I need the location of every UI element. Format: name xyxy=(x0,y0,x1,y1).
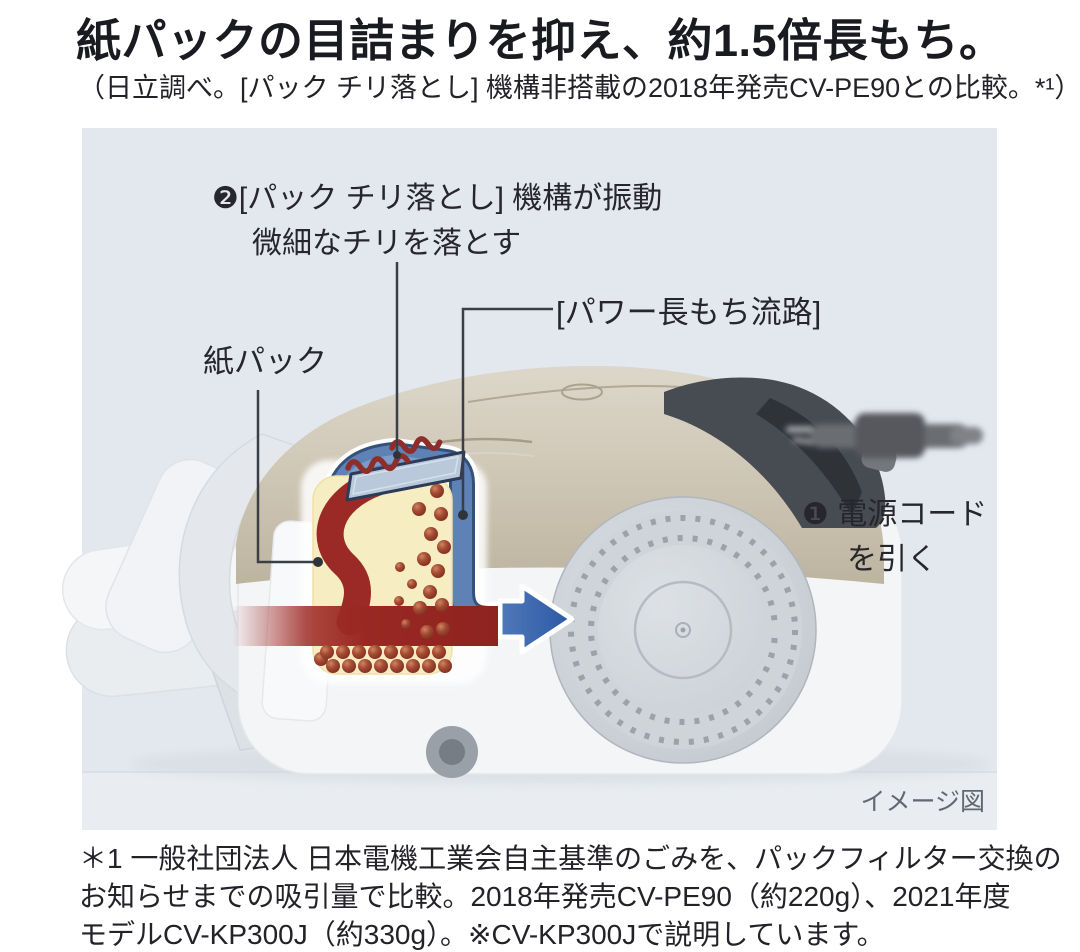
callout-step2: ❷[パック チリ落とし] 機構が振動 微細なチリを落とす xyxy=(212,176,662,266)
power-cord-plug xyxy=(786,413,983,458)
clean-air-arrow xyxy=(497,583,575,655)
wheel-perforations xyxy=(588,535,778,725)
dust-dots xyxy=(314,484,452,673)
leader-lines xyxy=(256,262,553,564)
leader-dots xyxy=(313,451,468,567)
wheel-perforations xyxy=(568,515,798,745)
plug-prong xyxy=(792,436,816,446)
callout-step1-line1: ❶ 電源コード xyxy=(802,498,988,531)
footnote: ＊1 一般社団法人 日本電機工業会自主基準のごみを、パックフィルター交換の お知… xyxy=(79,840,1062,952)
dirty-air-inflow xyxy=(232,606,498,646)
callout-step1: ❶ 電源コード を引く xyxy=(802,492,987,582)
footnote-line2: お知らせまでの吸引量で比較。2018年発売CV-PE90（約220g）、2021… xyxy=(79,881,1011,912)
body-button xyxy=(561,383,603,401)
caster-wheel xyxy=(426,726,478,778)
headline: 紙パックの目詰まりを抑え、約1.5倍長もち。 xyxy=(76,15,1005,66)
plug-prong xyxy=(786,426,814,433)
callout-step2-line2: 微細なチリを落とす xyxy=(252,227,522,260)
footnote-line1: ＊1 一般社団法人 日本電機工業会自主基準のごみを、パックフィルター交換の xyxy=(79,843,1062,874)
image-note-caption: イメージ図 xyxy=(860,788,985,816)
footnote-line3: モデルCV-KP300J（約330g）。※CV-KP300Jで説明しています。 xyxy=(79,919,885,950)
callout-step1-line2: を引く xyxy=(847,543,937,576)
rear-wheel xyxy=(549,496,817,764)
vibration-squiggles xyxy=(345,436,443,475)
callout-step2-line1: ❷[パック チリ落とし] 機構が振動 xyxy=(212,182,663,215)
callout-duct-label: [パワー長もち流路] xyxy=(556,295,822,330)
subtitle: （日立調べ。[パック チリ落とし] 機構非搭載の2018年発売CV-PE90との… xyxy=(78,73,1080,103)
callout-pack-label: 紙パック xyxy=(203,344,327,379)
